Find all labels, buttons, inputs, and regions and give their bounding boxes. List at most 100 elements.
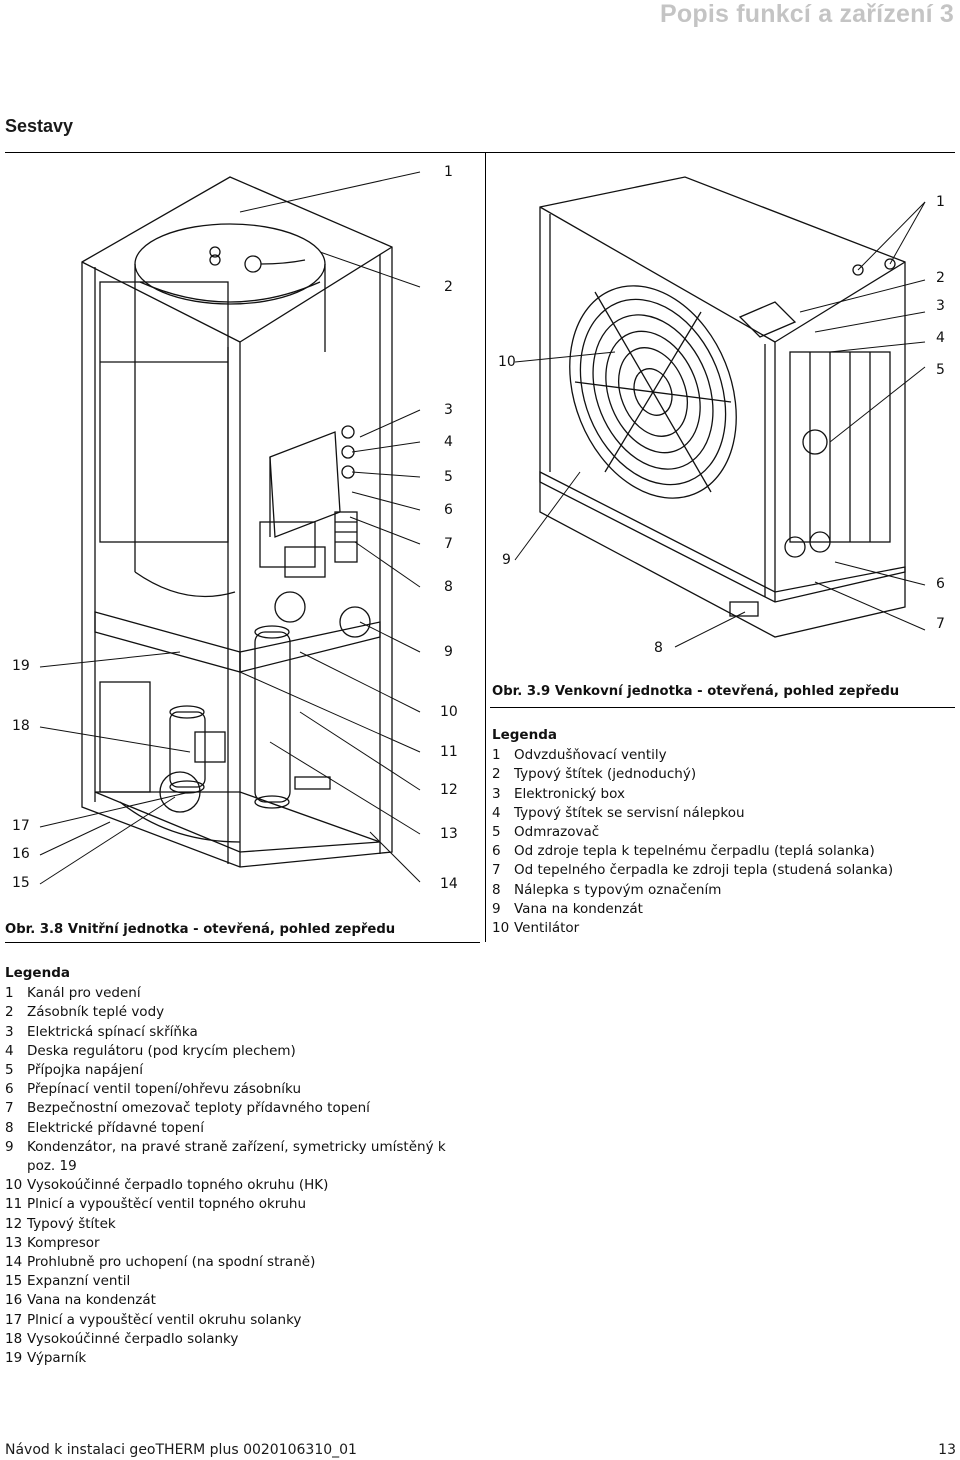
legend-item-number: 8 — [492, 881, 501, 898]
legend-item-number: 4 — [492, 804, 501, 821]
callout-14: 14 — [440, 876, 458, 892]
legend-item-number: 7 — [492, 862, 501, 879]
legend-item-text: Odvzdušňovací ventily — [514, 747, 667, 764]
legend-item-number: 3 — [492, 785, 501, 802]
legend-item-text: Vana na kondenzát — [27, 1292, 156, 1309]
legend-item-number: 10 — [5, 1177, 23, 1194]
legend-item-text: Plnicí a vypouštěcí ventil okruhu solank… — [27, 1311, 302, 1328]
legend-item-number: 15 — [5, 1273, 23, 1290]
callout-12: 12 — [440, 782, 458, 798]
legend-item-number: 6 — [492, 843, 501, 860]
outer-callout-10: 10 — [498, 354, 516, 370]
callout-19: 19 — [12, 658, 30, 674]
legend-item-number: 2 — [492, 766, 501, 783]
legend-item-text: Kompresor — [27, 1234, 100, 1251]
legend-item-text: Elektrická spínací skříňka — [27, 1023, 198, 1040]
outer-callout-2: 2 — [936, 270, 945, 286]
outer-callout-8: 8 — [654, 640, 663, 656]
outer-callout-6: 6 — [936, 576, 945, 592]
legend-item-text: Vana na kondenzát — [514, 900, 643, 917]
callout-3: 3 — [444, 402, 453, 418]
legend-item: 9 Kondenzátor, na pravé straně zařízení, … — [5, 1138, 475, 1176]
callout-6: 6 — [444, 502, 453, 518]
legend-item-text: Vysokoúčinné čerpadlo solanky — [27, 1330, 239, 1347]
chapter-title: Popis funkcí a zařízení 3 — [660, 0, 954, 28]
callout-8: 8 — [444, 579, 453, 595]
legend-item-text: Prohlubně pro uchopení (na spodní straně… — [27, 1254, 316, 1271]
footer-page-number: 13 — [938, 1442, 956, 1458]
legend-item: 9 Vana na kondenzát — [492, 900, 952, 919]
legend-item-text: Přepínací ventil topení/ohřevu zásobníku — [27, 1081, 301, 1098]
legend-item-number: 6 — [5, 1081, 14, 1098]
legend-item-text: Kondenzátor, na pravé straně zařízení, s… — [27, 1138, 446, 1175]
legend-item: 6 Přepínací ventil topení/ohřevu zásobník… — [5, 1080, 475, 1099]
callout-2: 2 — [444, 279, 453, 295]
legend-item-text: Typový štítek se servisní nálepkou — [514, 804, 745, 821]
legend-item-number: 8 — [5, 1119, 14, 1136]
legend-item-text: Ventilátor — [514, 920, 580, 937]
inner-legend-title: Legenda — [5, 965, 70, 981]
legend-item-number: 9 — [492, 900, 501, 917]
legend-item-text: Typový štítek — [27, 1215, 116, 1232]
callout-17: 17 — [12, 818, 30, 834]
legend-item-text: Výparník — [27, 1350, 87, 1367]
inner-figure-caption: Obr. 3.8 Vnitřní jednotka - otevřená, po… — [5, 922, 396, 937]
frame-divider — [485, 152, 486, 942]
callout-15: 15 — [12, 875, 30, 891]
legend-item: 1 Odvzdušňovací ventily — [492, 746, 952, 765]
callout-10: 10 — [440, 704, 458, 720]
legend-item-number: 19 — [5, 1350, 23, 1367]
outer-callout-4: 4 — [936, 330, 945, 346]
outer-figure-caption: Obr. 3.9 Venkovní jednotka - otevřená, p… — [492, 684, 900, 699]
inner-unit-illustration — [39, 171, 421, 885]
legend-item-number: 12 — [5, 1215, 23, 1232]
legend-item-text: Od tepelného čerpadla ke zdroji tepla (s… — [514, 862, 894, 879]
section-title: Sestavy — [5, 116, 74, 136]
legend-item-number: 17 — [5, 1311, 23, 1328]
legend-item-text: Vysokoúčinné čerpadlo topného okruhu (HK… — [27, 1177, 329, 1194]
legend-item-number: 1 — [5, 985, 14, 1002]
outer-callout-3: 3 — [936, 298, 945, 314]
outer-callout-5: 5 — [936, 362, 945, 378]
outer-unit-illustration — [514, 176, 926, 648]
legend-item-number: 14 — [5, 1254, 23, 1271]
callout-9: 9 — [444, 644, 453, 660]
caption-underline-left — [5, 942, 480, 943]
legend-item-number: 11 — [5, 1196, 23, 1213]
legend-item-text: Zásobník teplé vody — [27, 1004, 165, 1021]
callout-4: 4 — [444, 434, 453, 450]
callout-11: 11 — [440, 744, 458, 760]
outer-legend-title: Legenda — [492, 727, 557, 743]
footer-doc-title: Návod k instalaci geoTHERM plus 00201063… — [5, 1442, 357, 1458]
legend-item-text: Plnicí a vypouštěcí ventil topného okruh… — [27, 1196, 307, 1213]
legend-item-number: 4 — [5, 1042, 14, 1059]
outer-callout-7: 7 — [936, 616, 945, 632]
legend-item-number: 10 — [492, 920, 510, 937]
callout-7: 7 — [444, 536, 453, 552]
legend-item-number: 1 — [492, 747, 501, 764]
callout-1: 1 — [444, 164, 453, 180]
legend-item-number: 5 — [5, 1062, 14, 1079]
legend-item-number: 9 — [5, 1138, 14, 1155]
legend-item-number: 13 — [5, 1234, 23, 1251]
